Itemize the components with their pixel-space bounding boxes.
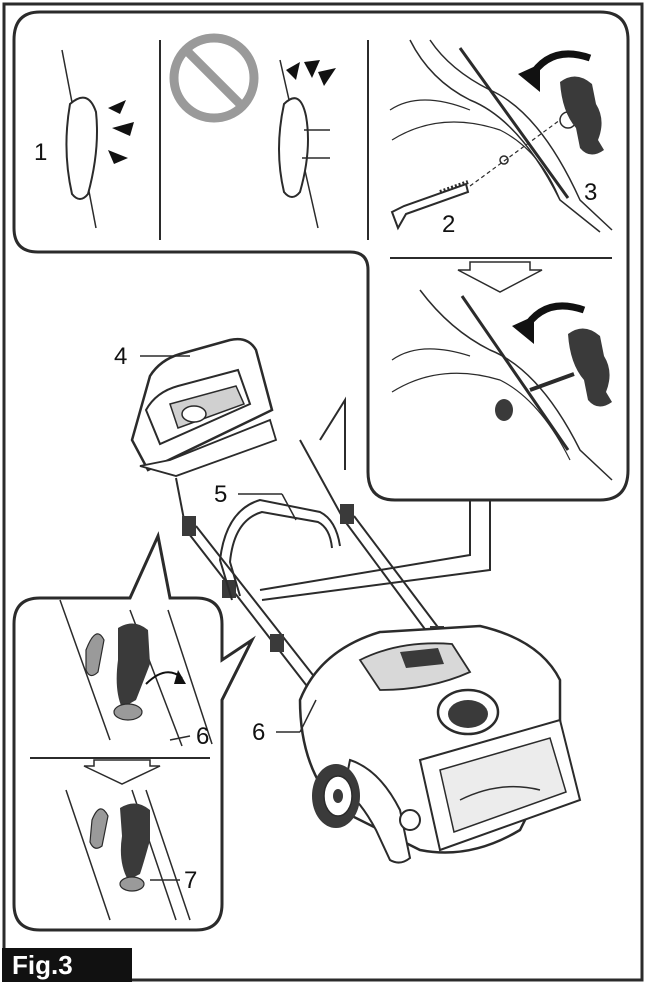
callout-5: 5 — [214, 481, 227, 508]
bolt — [390, 180, 470, 231]
rotate-arrow-icon — [512, 302, 586, 344]
lever-correct-illustration: 1 — [34, 49, 134, 229]
top-detail-panel — [12, 10, 630, 601]
lever-incorrect-illustration — [169, 33, 336, 229]
clamp-detail-panel — [12, 531, 256, 932]
callout-7: 7 — [184, 867, 197, 894]
wheel — [312, 764, 360, 828]
callout-6-detail: 6 — [196, 723, 209, 750]
bolt-knob-after-illustration — [391, 289, 613, 481]
callout-1: 1 — [34, 139, 47, 166]
down-arrow-icon — [457, 261, 543, 293]
knob — [559, 76, 604, 155]
figure-label: Fig.3 — [2, 948, 132, 982]
callout-3: 3 — [584, 179, 597, 206]
main-callouts: 4 5 6 — [114, 343, 317, 746]
clamp-closed-illustration: 7 — [65, 789, 197, 921]
callout-2: 2 — [442, 211, 455, 238]
no-entry-icon — [169, 33, 259, 123]
rotate-arrow-icon — [518, 50, 592, 92]
handle-illustration — [130, 337, 444, 691]
clamp-open-illustration: 6 — [59, 599, 213, 750]
bolt-knob-before-illustration: 2 3 — [389, 39, 613, 238]
callout-6-main: 6 — [252, 719, 265, 746]
snow-thrower-body — [298, 624, 582, 864]
callout-4: 4 — [114, 343, 127, 370]
down-arrow-icon — [83, 759, 161, 785]
